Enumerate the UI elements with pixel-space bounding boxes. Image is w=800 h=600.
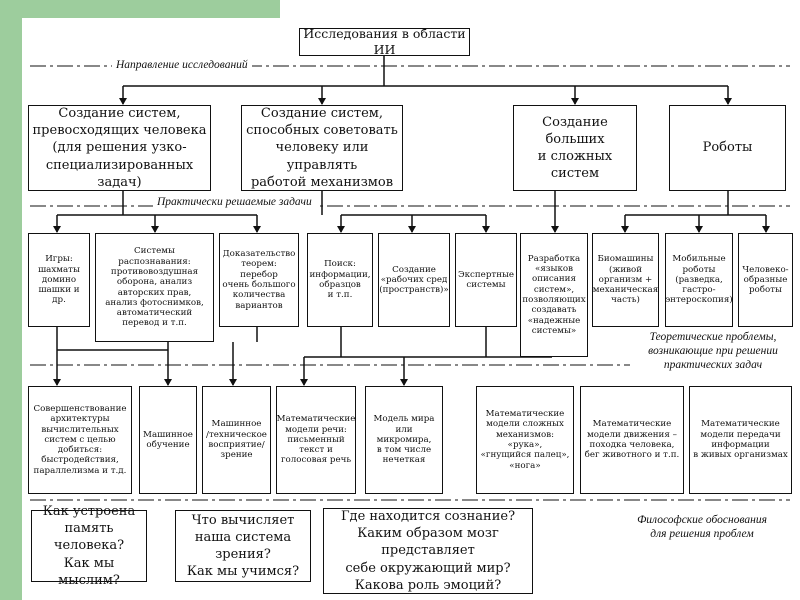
direction-advisory-systems: Создание систем, способных советовать че…	[241, 105, 403, 191]
label-directions: Направление исследований	[112, 59, 252, 73]
arrowhead	[408, 226, 416, 233]
direction-large-systems: Создание больших и сложных систем	[513, 105, 637, 191]
label-theoretical: Теоретические проблемы, возникающие при …	[630, 331, 796, 373]
arrowhead	[762, 226, 770, 233]
arrowhead	[337, 226, 345, 233]
question-memory-thinking: Как устроена память человека? Как мы мыс…	[31, 504, 147, 588]
problem-mechanism-models: Математические модели сложных механизмов…	[476, 386, 574, 494]
label-practical: Практически решаемые задачи	[153, 196, 316, 210]
problem-information-transfer: Математические модели передачи информаци…	[689, 386, 792, 494]
top-accent-strip	[0, 0, 280, 18]
arrowhead	[318, 98, 326, 105]
question-vision-learning: Что вычисляет наша система зрения? Как м…	[175, 510, 311, 582]
problem-world-model: Модель мира или микромира, в том числе н…	[365, 386, 443, 494]
root-node: Исследования в области ИИ	[299, 26, 470, 57]
problem-machine-learning: Машинное обучение	[139, 386, 197, 494]
arrowhead	[164, 379, 172, 386]
task-theorem-proving: Доказательство теорем: перебор очень бол…	[219, 233, 299, 327]
arrowhead	[571, 98, 579, 105]
task-expert-systems: Экспертные системы	[455, 233, 517, 327]
arrowhead	[695, 226, 703, 233]
direction-robots: Роботы	[669, 105, 786, 191]
task-search: Поиск: информации, образцов и т.п.	[307, 233, 373, 327]
question-consciousness: Где находится сознание? Каким образом мо…	[323, 508, 533, 594]
arrowhead	[621, 226, 629, 233]
task-biomachines: Биомашины (живой организм + механическая…	[592, 233, 659, 327]
problem-speech-models: Математические модели речи: письменный т…	[276, 386, 356, 494]
problem-motion-models: Математические модели движения – походка…	[580, 386, 684, 494]
arrowhead	[300, 379, 308, 386]
arrowhead	[724, 98, 732, 105]
problem-architecture: Совершенствование архитектуры вычислител…	[28, 386, 132, 494]
arrowhead	[151, 226, 159, 233]
arrowhead	[53, 379, 61, 386]
task-description-languages: Разработка «языков описания систем», поз…	[520, 233, 588, 357]
arrowhead	[551, 226, 559, 233]
problem-machine-vision: Машинное /техническое восприятие/ зрение	[202, 386, 271, 494]
task-humanoid-robots: Человеко- образные роботы	[738, 233, 793, 327]
label-philosophical: Философские обоснования для решения проб…	[614, 514, 790, 542]
side-accent-bar	[0, 0, 22, 600]
arrowhead	[53, 226, 61, 233]
arrowhead	[253, 226, 261, 233]
task-mobile-robots: Мобильные роботы (разведка, гастро- энте…	[665, 233, 733, 327]
task-work-environments: Создание «рабочих сред (пространств)»	[378, 233, 450, 327]
task-games: Игры: шахматы домино шашки и др.	[28, 233, 90, 327]
direction-superhuman-systems: Создание систем, превосходящих человека …	[28, 105, 211, 191]
arrowhead	[229, 379, 237, 386]
task-recognition-systems: Системы распознавания: противовоздушная …	[95, 233, 214, 342]
arrowhead	[482, 226, 490, 233]
arrowhead	[119, 98, 127, 105]
arrowhead	[400, 379, 408, 386]
